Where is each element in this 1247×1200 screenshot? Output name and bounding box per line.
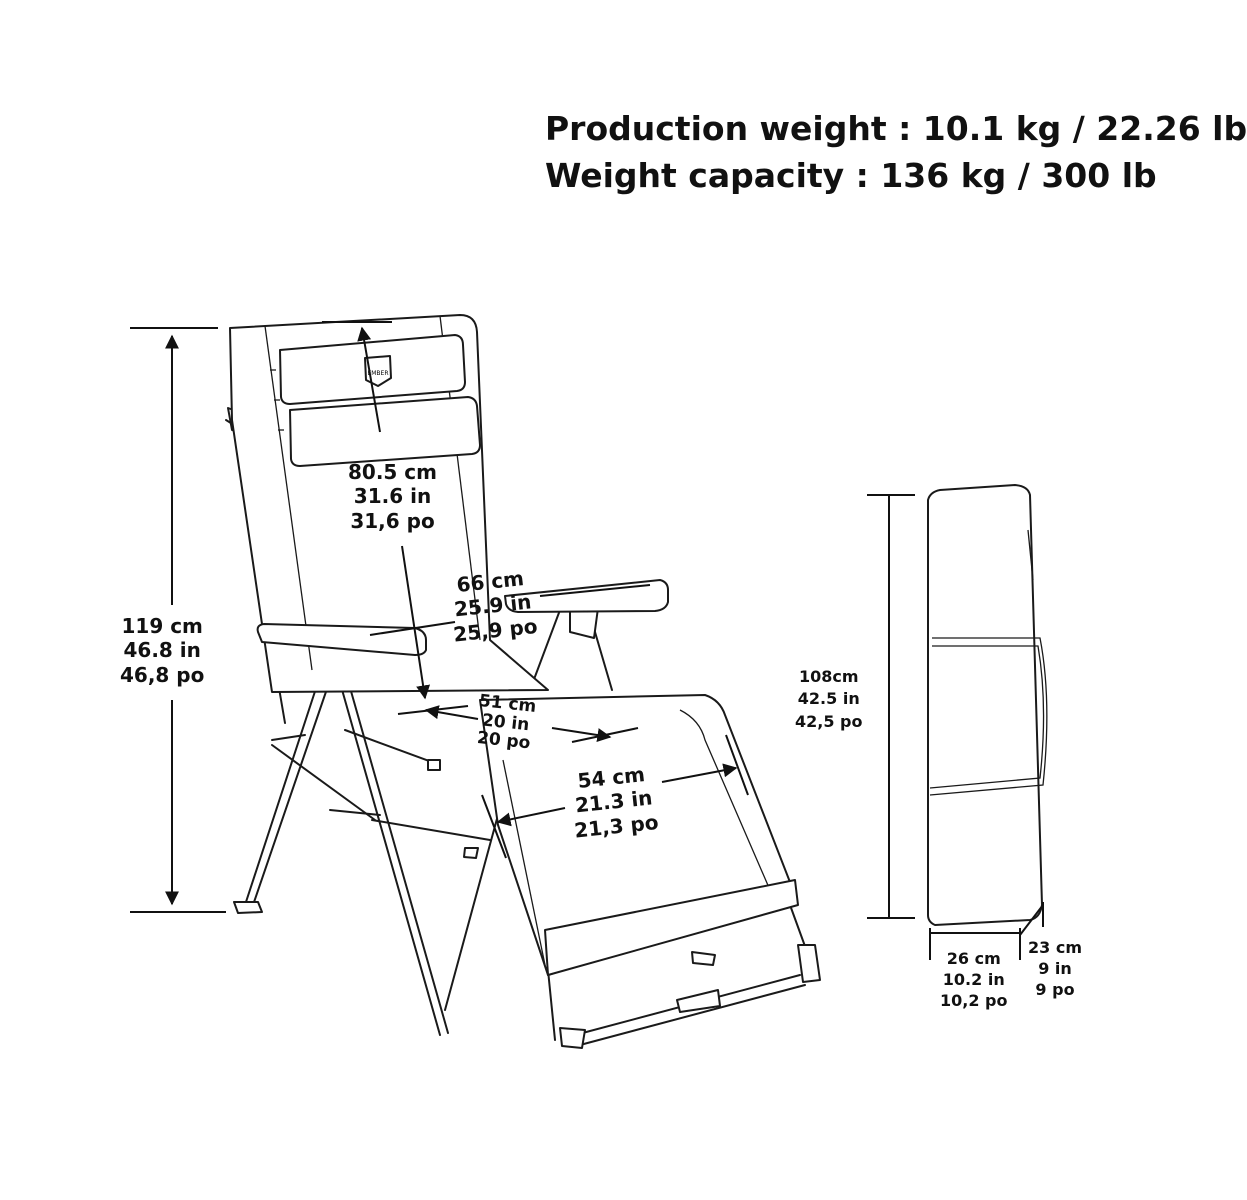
width-line-left xyxy=(369,621,456,636)
logo-text: EMBER xyxy=(367,370,388,377)
production-weight: Production weight : 10.1 kg / 22.26 lb xyxy=(545,109,1247,148)
backrest-arrow-down xyxy=(401,545,431,700)
chair-drawing: EMBER xyxy=(225,314,821,1049)
chair-diagram: EMBER xyxy=(130,314,1048,1049)
dim-backrest: 80.5 cm 31.6 in 31,6 po xyxy=(348,460,438,533)
seat-width-cap-left xyxy=(481,794,507,859)
dimension-lines xyxy=(130,321,1044,960)
dim-bag-width: 26 cm 10.2 in 10,2 po xyxy=(940,949,1008,1011)
dim-seat-depth: 51 cm 20 in 20 po xyxy=(476,691,538,754)
width-line-right xyxy=(539,584,651,597)
seat-depth-cap-left xyxy=(397,705,469,715)
weight-capacity: Weight capacity : 136 kg / 300 lb xyxy=(545,156,1157,195)
chair-seat xyxy=(479,694,799,976)
dim-width: 66 cm 25.9 in 25,9 po xyxy=(452,566,539,647)
seat-width-arrow-right xyxy=(661,763,738,783)
bag-depth-line xyxy=(1019,904,1044,936)
seat-depth-arrow-right xyxy=(551,727,612,742)
dim-bag-height: 108cm 42.5 in 42,5 po xyxy=(795,667,863,731)
seat-depth-arrow-left xyxy=(424,705,479,720)
chair-frame xyxy=(225,407,821,1049)
chair-backrest: EMBER xyxy=(229,314,549,693)
chair-armrests xyxy=(256,579,669,656)
dim-bag-depth: 23 cm 9 in 9 po xyxy=(1028,938,1082,1000)
bag-drawing xyxy=(927,484,1048,926)
dim-seat-width: 54 cm 21.3 in 21,3 po xyxy=(573,762,660,843)
dim-height: 119 cm 46.8 in 46,8 po xyxy=(120,614,205,687)
specs-block: Production weight : 10.1 kg / 22.26 lb W… xyxy=(545,105,1247,199)
seat-width-arrow-left xyxy=(496,807,566,827)
backrest-arrow-up xyxy=(357,326,381,433)
